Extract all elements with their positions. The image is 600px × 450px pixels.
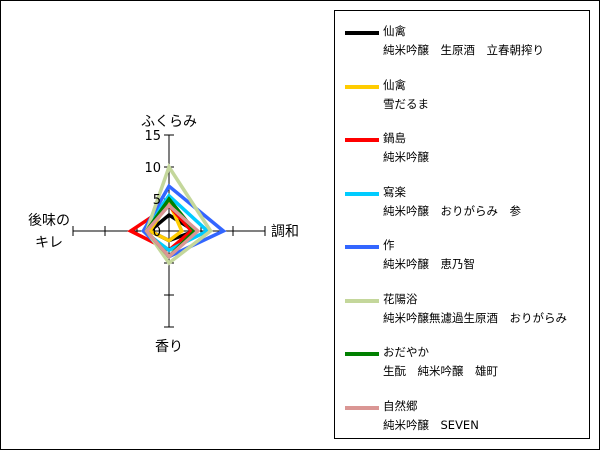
axis-label-1: 調和 [271,224,299,240]
legend-series-subtitle: 生酛 純米吟醸 雄町 [383,364,498,378]
axis-label-3: キレ [35,235,63,251]
legend-series-name: 作 [383,238,395,252]
tick-label-0: 0 [153,225,161,240]
legend-series-name: 仙禽 [383,24,406,38]
axis-label-3: 後味の [28,213,70,229]
legend-swatch [345,298,379,303]
legend-item: 仙禽純米吟醸 生原酒 立春朝搾り [343,23,587,67]
legend-series-subtitle: 雪だるま [383,96,429,111]
legend-swatch [345,245,379,249]
series-polygon-5 [144,163,213,266]
legend-series-name: 鍋島 [383,131,406,145]
axis-label-0: ふくらみ [141,114,197,130]
legend-series-subtitle: 純米吟醸 恵乃智 [383,257,475,271]
series-polygon-7 [144,202,201,260]
legend-item: 仙禽雪だるま [343,77,587,121]
legend-item: 花陽浴純米吟醸無濾過生原酒 おりがらみ [343,291,587,335]
legend-item: おだやか生酛 純米吟醸 雄町 [343,344,587,388]
tick-label-15: 15 [144,129,161,144]
legend-series-name: 寫楽 [383,184,406,199]
axis-label-2: 香り [155,339,183,355]
legend-series-name: 自然郷 [383,398,418,413]
tick-label-5: 5 [153,193,161,208]
legend-series-subtitle: 純米吟醸 生原酒 立春朝搾り [383,43,544,57]
legend: 仙禽純米吟醸 生原酒 立春朝搾り仙禽雪だるま鍋島純米吟醸寫楽純米吟醸 おりがらみ… [334,10,590,439]
legend-series-subtitle: 純米吟醸無濾過生原酒 おりがらみ [383,310,567,325]
legend-item: 寫楽純米吟醸 おりがらみ 参 [343,184,587,228]
legend-item: 自然郷純米吟醸 SEVEN [343,398,587,442]
legend-series-name: 仙禽 [383,77,406,92]
legend-series-subtitle: 純米吟醸 SEVEN [383,417,479,432]
legend-item: 作純米吟醸 恵乃智 [343,237,587,281]
legend-swatch [345,31,379,35]
legend-series-subtitle: 純米吟醸 [383,150,429,164]
legend-swatch [345,191,379,196]
legend-series-name: おだやか [383,345,429,359]
legend-series-name: 花陽浴 [383,291,418,306]
legend-swatch [345,84,379,89]
tick-label-10: 10 [144,161,161,176]
legend-swatch [345,352,379,356]
radar-series [127,163,227,266]
legend-item: 鍋島純米吟醸 [343,130,587,174]
legend-series-subtitle: 純米吟醸 おりがらみ 参 [383,203,521,218]
legend-swatch [345,138,379,142]
legend-swatch [345,405,379,410]
